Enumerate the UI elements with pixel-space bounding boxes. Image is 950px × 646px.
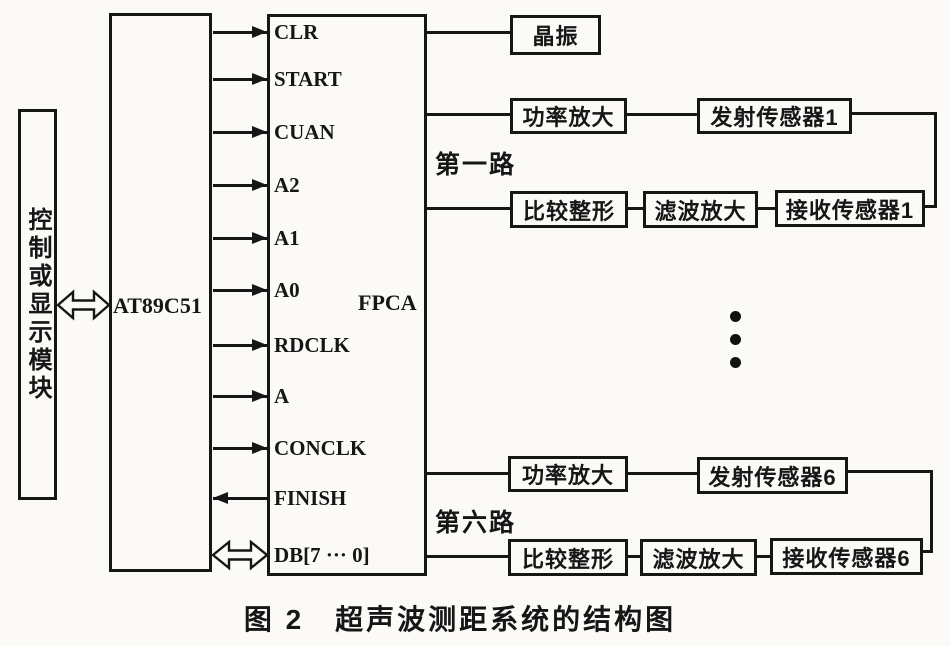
wire-fpga-comparator1 [427, 207, 510, 210]
fpga-box [267, 14, 427, 576]
wire-comparator1-filter1 [628, 207, 643, 210]
fpga-label: FPCA [358, 290, 417, 315]
arrow-right-icon [252, 126, 267, 138]
wire-poweramp1-txsensor1 [627, 113, 697, 116]
pin-label-rdclk: RDCLK [274, 333, 350, 357]
pin-label-a0: A0 [274, 278, 300, 302]
comparator-6-label: 比较整形 [521, 546, 614, 572]
pin-wire-start [213, 78, 267, 81]
filter-amp-1-label: 滤波放大 [654, 198, 747, 224]
arrow-left-icon [213, 492, 228, 504]
wire-filter6-rxsensor6 [757, 555, 770, 558]
pin-label-cuan: CUAN [274, 120, 335, 144]
mcu-box [109, 13, 212, 572]
pin-label-conclk: CONCLK [274, 436, 367, 460]
wire-txsensor6-rxsensor6-stub [923, 550, 933, 553]
wire-fpga-poweramp1 [427, 113, 510, 116]
comparator-1-box: 比较整形 [510, 191, 628, 228]
pin-wire-a2 [213, 184, 267, 187]
arrow-right-icon [252, 390, 267, 402]
channel-1-label: 第一路 [435, 151, 517, 179]
tx-sensor-1-box: 发射传感器1 [697, 98, 852, 134]
comparator-6-box: 比较整形 [508, 539, 628, 576]
arrow-right-icon [252, 26, 267, 38]
wire-fpga-comparator6 [427, 555, 508, 558]
channel-6-label: 第六路 [435, 509, 517, 537]
rx-sensor-1-box: 接收传感器1 [775, 190, 925, 227]
bidirectional-arrow-icon [211, 539, 269, 571]
rx-sensor-6-box: 接收传感器6 [770, 538, 923, 575]
pin-label-a: A [274, 384, 290, 408]
power-amp-1-label: 功率放大 [522, 105, 615, 130]
pin-label-finish: FINISH [274, 486, 347, 510]
arrow-right-icon [252, 73, 267, 85]
power-amp-6-label: 功率放大 [521, 463, 614, 488]
pin-label-a2: A2 [274, 173, 300, 197]
pin-label-clr: CLR [274, 20, 319, 44]
arrow-right-icon [252, 179, 267, 191]
pin-wire-clr [213, 31, 267, 34]
arrow-right-icon [252, 339, 267, 351]
pin-wire-conclk [213, 447, 267, 450]
tx-sensor-6-label: 发射传感器6 [708, 464, 837, 490]
wire-fpga-poweramp6 [427, 472, 508, 475]
rx-sensor-1-label: 接收传感器1 [785, 197, 915, 223]
wire-txsensor1-rxsensor1 [852, 112, 937, 208]
arrow-right-icon [252, 232, 267, 244]
filter-amp-6-label: 滤波放大 [652, 546, 745, 572]
pin-label-a1: A1 [274, 226, 300, 250]
power-amp-6-box: 功率放大 [508, 456, 628, 492]
crystal-label: 晶振 [532, 24, 579, 49]
wire-comparator6-filter6 [628, 555, 640, 558]
pin-label-db: DB[7 ··· 0] [274, 543, 370, 567]
pin-label-start: START [274, 67, 342, 91]
tx-sensor-6-box: 发射传感器6 [697, 457, 848, 494]
pin-wire-a0 [213, 289, 267, 292]
pin-wire-finish [213, 497, 267, 500]
power-amp-1-box: 功率放大 [510, 98, 627, 134]
wire-poweramp6-txsensor6 [628, 472, 697, 475]
pin-wire-a1 [213, 237, 267, 240]
wire-fpga-crystal [427, 31, 510, 34]
ellipsis-dot [730, 311, 741, 322]
pin-wire-a [213, 395, 267, 398]
crystal-box: 晶振 [510, 15, 601, 55]
control-display-module-box: 控制或显示模块 [18, 109, 57, 500]
pin-wire-cuan [213, 131, 267, 134]
ellipsis-dot [730, 357, 741, 368]
filter-amp-6-box: 滤波放大 [640, 539, 757, 576]
mcu-label: AT89C51 [113, 293, 202, 318]
filter-amp-1-box: 滤波放大 [643, 191, 758, 228]
bidirectional-arrow-icon [56, 289, 111, 321]
figure-caption: 图 2 超声波测距系统的结构图 [243, 604, 677, 635]
pin-wire-rdclk [213, 344, 267, 347]
arrow-right-icon [252, 442, 267, 454]
tx-sensor-1-label: 发射传感器1 [710, 105, 839, 130]
rx-sensor-6-label: 接收传感器6 [782, 545, 911, 571]
control-display-module-label: 控制或显示模块 [24, 206, 51, 403]
arrow-right-icon [252, 284, 267, 296]
wire-txsensor1-rxsensor1-stub [925, 205, 937, 208]
wire-filter1-rxsensor1 [758, 207, 775, 210]
comparator-1-label: 比较整形 [522, 198, 615, 224]
wire-txsensor6-rxsensor6 [848, 470, 933, 553]
ellipsis-dot [730, 334, 741, 345]
